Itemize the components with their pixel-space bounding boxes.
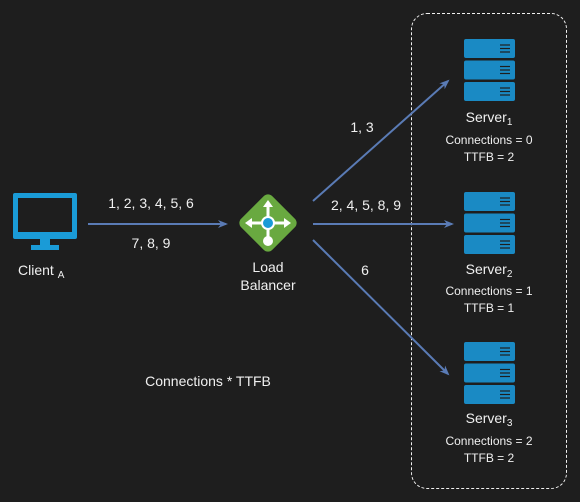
server2-connections: Connections = 1 [445,284,533,298]
requests-label-line1: 1, 2, 3, 4, 5, 6 [108,195,194,211]
server-icon [464,342,515,404]
server-icon [464,192,515,254]
load-balancer-label-line2: Balancer [240,277,296,293]
monitor-icon [13,193,77,250]
server-cluster-boundary [411,13,567,489]
server1-name: Server1 [465,109,513,128]
load-balancer-label-line1: Load [252,259,284,275]
server2-ttfb: TTFB = 1 [463,301,515,315]
route-label-server1: 1, 3 [350,119,374,135]
client-subscript: A [57,270,65,281]
formula-label: Connections * TTFB [145,373,271,389]
server2-name: Server2 [465,261,513,280]
server1-connections: Connections = 0 [445,133,533,147]
client-label: Client A [18,262,65,281]
server3-connections: Connections = 2 [445,434,533,448]
route-label-server2: 2, 4, 5, 8, 9 [330,197,402,213]
load-balancer-icon [239,194,297,252]
server3-ttfb: TTFB = 2 [463,451,515,465]
requests-label-line2: 7, 8, 9 [131,235,171,251]
server-icon [464,39,515,101]
route-label-server3: 6 [361,262,369,278]
server3-name: Server3 [465,410,513,429]
arrow-lb-to-server1 [312,79,450,202]
arrow-lb-to-server3 [312,239,450,376]
server1-ttfb: TTFB = 2 [463,150,515,164]
